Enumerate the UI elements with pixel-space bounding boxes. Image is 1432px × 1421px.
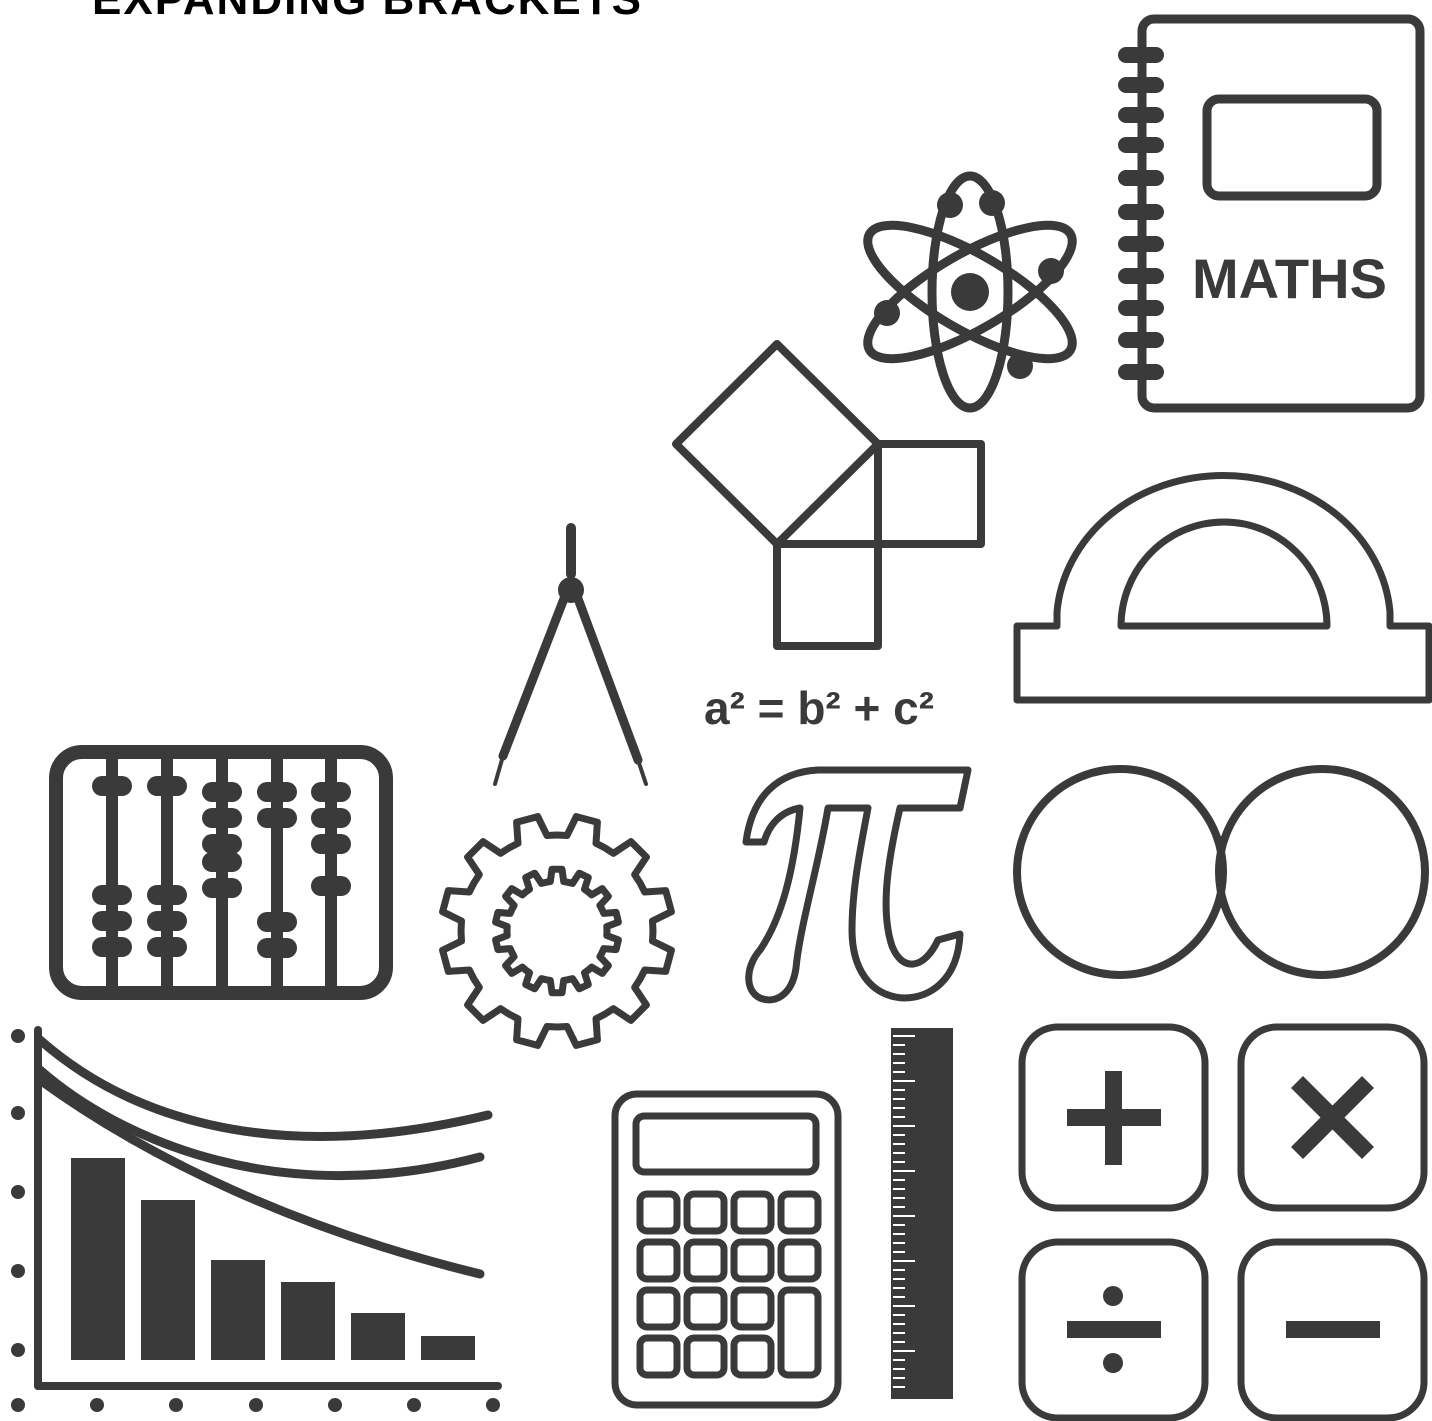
calculator-key	[636, 1190, 681, 1235]
plus-icon	[1018, 1023, 1209, 1212]
minus-icon	[1237, 1238, 1428, 1421]
pi-icon	[742, 766, 972, 1004]
abacus-icon	[49, 745, 393, 1000]
calculator-key	[636, 1334, 681, 1379]
calculator-key	[777, 1190, 822, 1235]
divide-icon	[1018, 1238, 1209, 1421]
ruler-icon	[891, 1028, 953, 1399]
notebook-icon	[1118, 14, 1425, 413]
calculator-key	[683, 1190, 728, 1235]
calculator-key	[730, 1286, 775, 1331]
calculator-key	[636, 1286, 681, 1331]
calculator-key	[636, 1238, 681, 1283]
calculator-key	[730, 1190, 775, 1235]
venn-diagram-icon	[1013, 765, 1429, 979]
multiply-icon	[1237, 1023, 1428, 1212]
calculator-key	[730, 1238, 775, 1283]
gear-icon	[439, 813, 675, 1049]
calculator-key-tall	[777, 1286, 822, 1379]
pythagorean-formula: a² = b² + c²	[704, 682, 934, 734]
pythagoras-squares-icon	[672, 340, 985, 650]
bar-chart-icon	[11, 1026, 502, 1412]
calculator-key	[730, 1334, 775, 1379]
protractor-icon	[1013, 472, 1432, 704]
calculator-key	[683, 1334, 728, 1379]
page-title: EXPANDING BRACKETS	[92, 0, 643, 22]
notebook-label: MATHS	[1192, 247, 1387, 310]
calculator-icon	[611, 1090, 842, 1409]
calculator-key	[777, 1238, 822, 1283]
calculator-key	[683, 1238, 728, 1283]
calculator-key	[683, 1286, 728, 1331]
atom-icon	[863, 171, 1077, 413]
compass-icon	[493, 523, 648, 786]
